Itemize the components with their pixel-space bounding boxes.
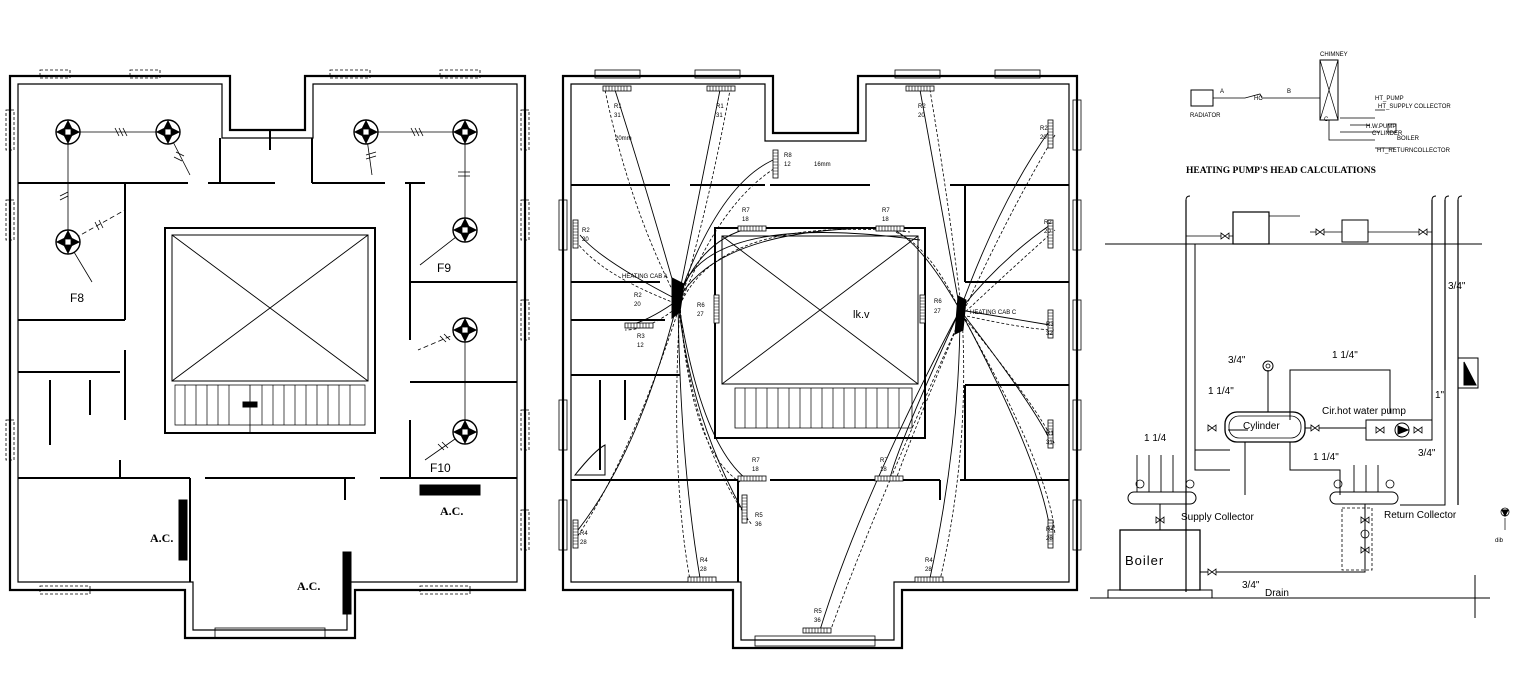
ac-label-2: A.C. xyxy=(297,579,320,593)
hw-pump-label: H.W.PUMP xyxy=(1366,124,1396,130)
rad-value: 27 xyxy=(697,312,704,318)
rad-label: R2 xyxy=(1044,220,1052,226)
rad-value: 20 xyxy=(582,237,589,243)
pipe-size-label: 20mm xyxy=(615,136,632,142)
rad-label: R3 xyxy=(1046,322,1054,328)
rad-value: 31 xyxy=(716,113,723,119)
rad-value: 27 xyxy=(934,309,941,315)
rad-label: R7 xyxy=(882,208,890,214)
drain-label: Drain xyxy=(1265,588,1289,599)
rad-value: 18 xyxy=(742,217,749,223)
piping-diagram xyxy=(1090,195,1510,618)
rad-label: R4 xyxy=(1046,527,1054,533)
rad-value: 18 xyxy=(752,467,759,473)
rad-value: 28 xyxy=(925,567,932,573)
rad-label: R1 xyxy=(614,104,622,110)
rad-label: R4 xyxy=(925,558,933,564)
rad-label: R5 xyxy=(755,513,763,519)
rad-label: R1 xyxy=(716,104,724,110)
pipe-size-label-2: 16mm xyxy=(814,162,831,168)
radiator-labels: R1 31 R1 31 R2 20 R2 20 R8 12 R7 18 R7 1… xyxy=(580,104,1054,624)
rad-label: R7 xyxy=(742,208,750,214)
rad-label: R5 xyxy=(814,609,822,615)
floor-plan-middle xyxy=(558,69,1082,650)
chimney-schematic-labels: CHIMNEY RADIATOR A B C HC HT_PUMP HT_SUP… xyxy=(1190,52,1451,154)
cabinet-label-a: HEATING CAB A xyxy=(622,274,668,280)
legend-label: dib xyxy=(1495,538,1504,544)
rad-label: R2 xyxy=(582,228,590,234)
radiator-label: RADIATOR xyxy=(1190,113,1221,119)
pump-label: Cir.hot water pump xyxy=(1322,406,1406,417)
ht-pump-label: HT_PUMP xyxy=(1375,96,1404,102)
piping-labels: 3/4" 3/4" 1 1/4" 1 1/4" 1" 1 1/4 Cylinde… xyxy=(1125,281,1466,599)
rad-label: R3 xyxy=(637,334,645,340)
drain-size-label: 3/4" xyxy=(1242,580,1260,591)
rad-label: R2 xyxy=(918,104,926,110)
rad-label: R8 xyxy=(784,153,792,159)
supply-collector-label: Supply Collector xyxy=(1181,512,1254,523)
rad-value: 36 xyxy=(814,618,821,624)
rad-value: 18 xyxy=(880,467,887,473)
fan-label-f10: F10 xyxy=(430,461,451,475)
chimney-schematic xyxy=(1190,59,1397,149)
fan-label-f8: F8 xyxy=(70,291,84,305)
ac-label-3: A.C. xyxy=(440,504,463,518)
rad-value: 28 xyxy=(700,567,707,573)
rad-value: 31 xyxy=(614,113,621,119)
ht-supply-label: HT_SUPPLY COLLECTOR xyxy=(1378,104,1451,110)
rad-label: R6 xyxy=(697,303,705,309)
rad-label: R7 xyxy=(880,458,888,464)
cabinet-label-c: HEATING CAB C xyxy=(970,310,1017,316)
rad-value: 28 xyxy=(580,540,587,546)
rad-label: R7 xyxy=(752,458,760,464)
ac-label-1: A.C. xyxy=(150,531,173,545)
rad-value: 20 xyxy=(1044,229,1051,235)
size-34-pump: 3/4" xyxy=(1418,448,1436,459)
boiler-label: Boiler xyxy=(1125,553,1164,568)
size-114-mid: 1 1/4" xyxy=(1313,452,1339,463)
rad-value: 31 xyxy=(1046,440,1053,446)
size-114-left: 1 1/4" xyxy=(1208,386,1234,397)
boiler-small-label: BOILER xyxy=(1397,136,1420,142)
rad-value: 20 xyxy=(634,302,641,308)
point-a-label: A xyxy=(1220,89,1224,95)
chimney-label: CHIMNEY xyxy=(1320,52,1348,58)
rad-label: R4 xyxy=(700,558,708,564)
return-collector-label: Return Collector xyxy=(1384,510,1457,521)
piping-valves xyxy=(1155,228,1428,576)
ht-return-label: HT_RETURNCOLLECTOR xyxy=(1377,148,1451,154)
rad-label: R2 xyxy=(634,293,642,299)
rad-value: 18 xyxy=(882,217,889,223)
cylinder-label: Cylinder xyxy=(1243,421,1280,432)
rad-value: 36 xyxy=(755,522,762,528)
cylinder-small-label: CYLINDER xyxy=(1372,131,1403,137)
rad-label: R2 xyxy=(1040,126,1048,132)
fan-label-f9: F9 xyxy=(437,261,451,275)
rad-value: 20 xyxy=(1040,135,1047,141)
floor-plan-left xyxy=(5,69,530,640)
size-114-top: 1 1/4" xyxy=(1332,350,1358,361)
point-b-label: B xyxy=(1287,89,1291,95)
size-114-left2: 1 1/4 xyxy=(1144,433,1167,444)
hc-label: HC xyxy=(1254,96,1263,102)
rad-value: 28 xyxy=(1046,536,1053,542)
size-34-top: 3/4" xyxy=(1228,355,1246,366)
rad-label: R6 xyxy=(934,299,942,305)
rad-label: R1 xyxy=(1046,431,1054,437)
center-label: lk.v xyxy=(853,309,870,321)
size-34-right: 3/4" xyxy=(1448,281,1466,292)
size-1-right: 1" xyxy=(1435,390,1445,401)
rad-value: 12 xyxy=(637,343,644,349)
rad-value: 20 xyxy=(918,113,925,119)
rad-value: 12 xyxy=(784,162,791,168)
rad-value: 32 xyxy=(1046,331,1053,337)
rad-label: R4 xyxy=(580,531,588,537)
point-c-label: C xyxy=(1324,117,1329,123)
schematic-title: HEATING PUMP'S HEAD CALCULATIONS xyxy=(1186,166,1376,176)
